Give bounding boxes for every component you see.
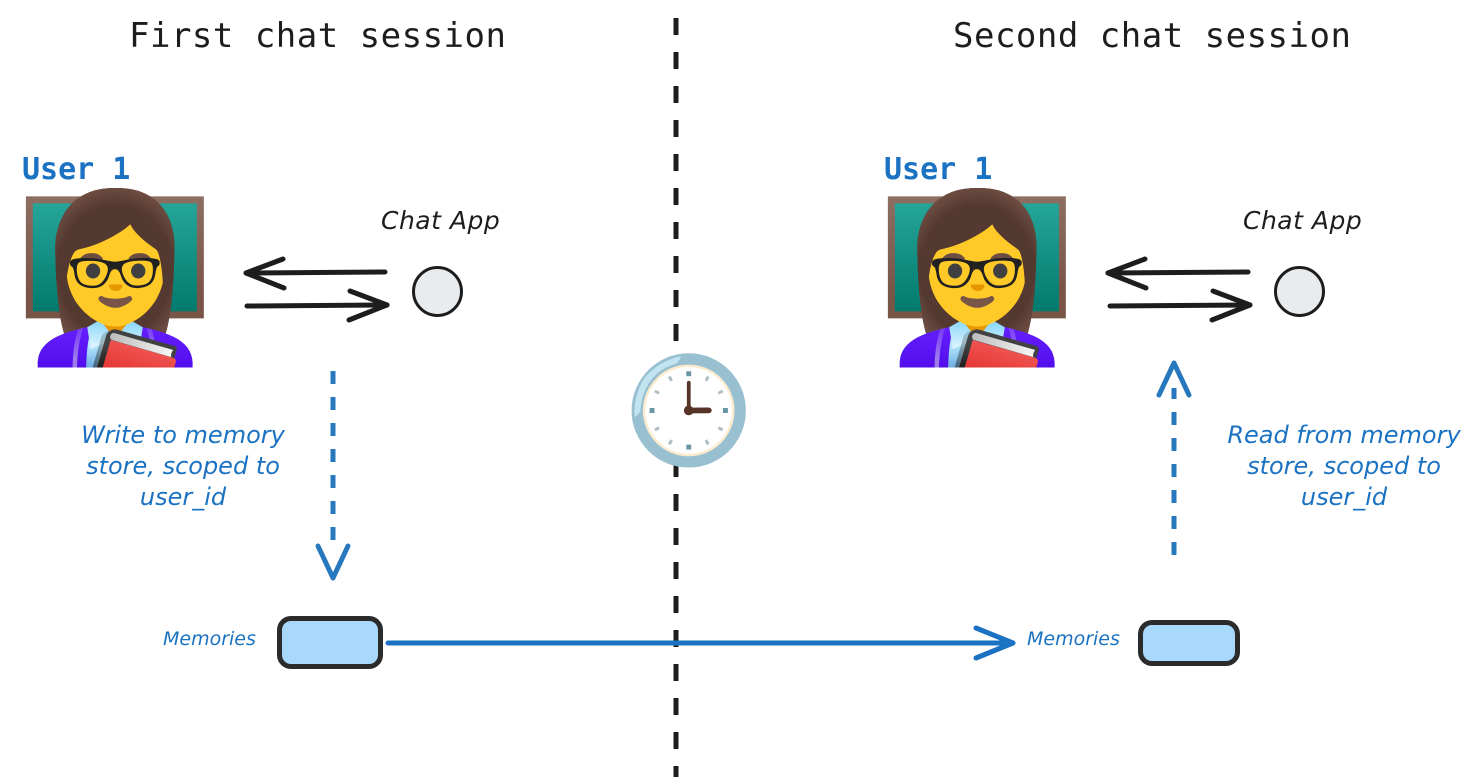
chat-app-circle-icon[interactable] <box>1274 266 1325 317</box>
clock-emoji: 🕒 <box>624 349 754 471</box>
chat-app-label-left: Chat App <box>381 206 501 235</box>
woman-teacher-emoji: 👩‍🏫 <box>876 185 1078 373</box>
memory-store-box-left[interactable] <box>277 616 383 669</box>
woman-teacher-emoji: 👩‍🏫 <box>14 185 216 373</box>
arrow-left-icon <box>243 256 388 291</box>
user-label-left: User 1 <box>22 152 131 187</box>
dashed-arrow-up-icon <box>1156 360 1192 555</box>
session-title-left: First chat session <box>129 16 507 56</box>
session-title-right: Second chat session <box>953 16 1352 56</box>
user-label-right: User 1 <box>884 152 993 187</box>
memories-label-right: Memories <box>1027 628 1120 650</box>
arrow-left-icon <box>1105 256 1251 291</box>
arrow-right-icon <box>385 625 1016 661</box>
memories-label-left: Memories <box>163 628 256 650</box>
chat-app-circle-icon[interactable] <box>412 266 463 317</box>
arrow-right-icon <box>1107 288 1253 323</box>
memory-store-box-right[interactable] <box>1138 620 1240 666</box>
annotation-write-to-memory: Write to memory store, scoped to user_id <box>81 421 285 511</box>
annotation-read-from-memory: Read from memory store, scoped to user_i… <box>1227 421 1461 511</box>
chat-app-label-right: Chat App <box>1243 206 1363 235</box>
arrow-right-icon <box>244 288 390 323</box>
